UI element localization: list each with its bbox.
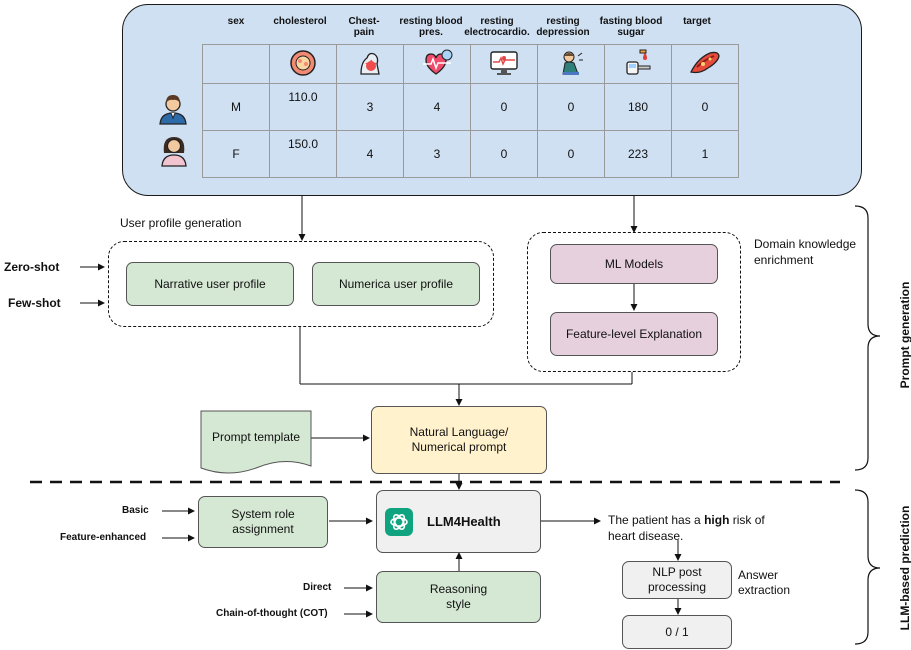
llm-prediction-label: LLM-based prediction — [898, 505, 911, 631]
table-row: M 110.0 3 4 0 0 180 0 — [202, 83, 739, 131]
prompt-generation-brace — [854, 205, 881, 471]
user-profile-group — [108, 241, 494, 327]
domain-knowledge-group — [527, 232, 741, 372]
cot-label: Chain-of-thought (COT) — [216, 608, 328, 619]
target-icon — [671, 44, 739, 84]
header-resting-electrocardio: resting electrocardio. — [464, 16, 530, 38]
cell-resting-electrocardio: 0 — [470, 130, 538, 178]
cell-sex: M — [202, 83, 270, 131]
direct-label: Direct — [303, 582, 332, 593]
prompt-generation-label: Prompt generation — [898, 281, 911, 389]
header-resting-blood-pres: resting blood pres. — [399, 16, 463, 38]
header-chest-pain: Chest- pain — [348, 16, 380, 38]
male-avatar-icon — [156, 92, 190, 131]
feature-enhanced-label: Feature-enhanced — [60, 532, 147, 543]
nl-prompt-box: Natural Language/ Numerical prompt — [371, 406, 547, 474]
zero-shot-label: Zero-shot — [4, 260, 60, 274]
result-text: The patient has a high risk of heart dis… — [608, 512, 765, 544]
openai-icon — [385, 507, 413, 536]
chest-pain-icon — [336, 44, 404, 84]
domain-knowledge-label: Domain knowledge enrichment — [754, 237, 857, 267]
result-text-post: risk of heart disease. — [608, 513, 765, 543]
user-profile-generation-label: User profile generation — [120, 216, 242, 230]
header-fasting-blood-sugar: fasting blood sugar — [599, 16, 663, 38]
cholesterol-icon — [269, 44, 337, 84]
llm-prediction-brace — [854, 489, 881, 645]
cell-resting-electrocardio: 0 — [470, 83, 538, 131]
numerica-profile-box: Numerica user profile — [312, 262, 480, 306]
cell-cholesterol: 150.0 — [269, 130, 337, 178]
result-text-bold: high — [704, 513, 730, 527]
llm4health-label: LLM4Health — [427, 514, 501, 529]
cell-target: 0 — [671, 83, 739, 131]
prompt-template-label: Prompt template — [211, 430, 301, 444]
feature-explanation-box: Feature-level Explanation — [550, 312, 718, 356]
header-resting-depression: resting depression — [536, 16, 590, 38]
cell-fasting-blood-sugar: 180 — [604, 83, 672, 131]
header-cholesterol: cholesterol — [273, 16, 327, 27]
table-row: F 150.0 4 3 0 0 223 1 — [202, 130, 739, 178]
nlp-post-processing-box: NLP post processing — [622, 561, 732, 599]
output-box: 0 / 1 — [622, 615, 732, 649]
icon-row — [202, 44, 739, 84]
llm4health-box: LLM4Health — [376, 490, 541, 553]
cell-fasting-blood-sugar: 223 — [604, 130, 672, 178]
cell-resting-blood-pres: 4 — [403, 83, 471, 131]
basic-label: Basic — [122, 505, 149, 516]
cell-chest-pain: 4 — [336, 130, 404, 178]
answer-extraction-label: Answer extraction — [738, 568, 791, 597]
few-shot-label: Few-shot — [8, 296, 61, 310]
prompt-template-box: Prompt template — [200, 410, 312, 483]
header-sex: sex — [227, 16, 245, 27]
reasoning-style-box: Reasoning style — [376, 571, 541, 623]
ml-models-box: ML Models — [550, 244, 718, 284]
female-avatar-icon — [158, 133, 190, 172]
blood-sugar-icon — [604, 44, 672, 84]
cell-target: 1 — [671, 130, 739, 178]
header-target: target — [683, 16, 711, 27]
system-role-box: System role assignment — [198, 496, 328, 548]
narrative-profile-box: Narrative user profile — [126, 262, 294, 306]
blood-pressure-icon — [403, 44, 471, 84]
result-text-pre: The patient has a — [608, 513, 705, 527]
patient-table: M 110.0 3 4 0 0 180 0 F 150.0 4 3 0 0 22… — [202, 44, 739, 178]
